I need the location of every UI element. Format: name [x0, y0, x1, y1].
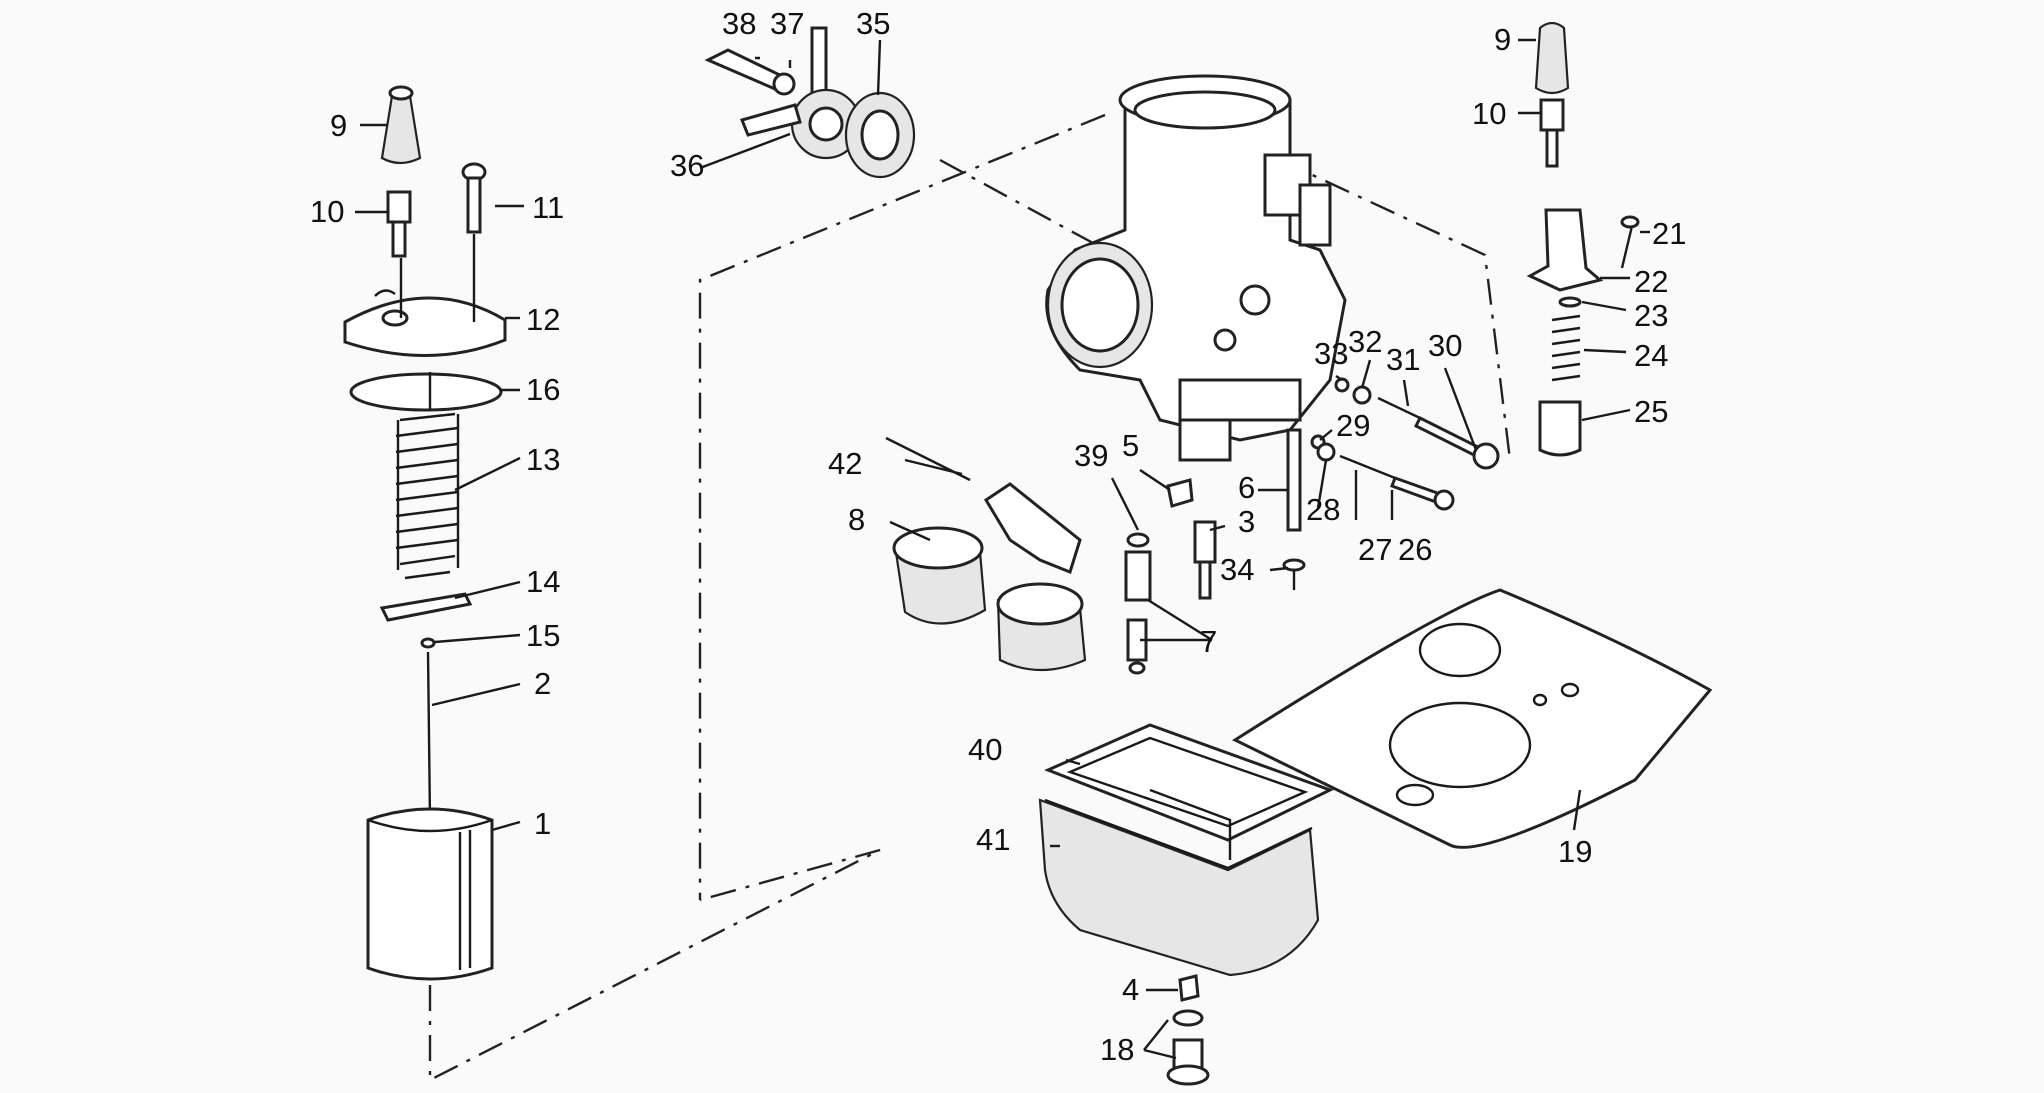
- callout-1: 1: [534, 806, 551, 841]
- part-7-float-needle-valve: [1124, 550, 1152, 675]
- part-5-jet: [1166, 478, 1194, 508]
- callout-2: 2: [534, 666, 551, 701]
- callout-33: 33: [1314, 336, 1348, 371]
- callout-13: 13: [526, 442, 560, 477]
- part-30-screw: [1413, 415, 1500, 470]
- callout-9-left: 9: [330, 108, 347, 143]
- left-guide-lines: [399, 234, 476, 410]
- part-9-left-cap: [380, 85, 422, 165]
- part-34-oring: [1282, 558, 1306, 590]
- callout-12: 12: [526, 302, 560, 337]
- callout-10-right: 10: [1472, 96, 1506, 131]
- callout-4: 4: [1122, 972, 1139, 1007]
- callout-3: 3: [1238, 504, 1255, 539]
- callout-19: 19: [1558, 834, 1592, 869]
- assembly-axis-lines: [428, 113, 1512, 1082]
- callout-24: 24: [1634, 338, 1668, 373]
- part-31-spring: [1377, 396, 1421, 420]
- callout-10-left: 10: [310, 194, 344, 229]
- callout-16: 16: [526, 372, 560, 407]
- callout-36: 36: [670, 148, 704, 183]
- part-8-float: [892, 482, 1087, 672]
- callout-23: 23: [1634, 298, 1668, 333]
- part-41-float-bowl: [1038, 788, 1320, 977]
- callout-26: 26: [1398, 532, 1432, 567]
- part-36-starter-body: [739, 88, 862, 160]
- callout-35: 35: [856, 6, 890, 41]
- part-26-screw: [1390, 476, 1455, 511]
- part-2-jet-needle: [426, 651, 432, 821]
- part-19-gasket-kit: [1231, 588, 1713, 849]
- callout-7: 7: [1200, 624, 1217, 659]
- part-16-gasket: [349, 372, 503, 412]
- callout-32: 32: [1348, 324, 1382, 359]
- callout-14: 14: [526, 564, 560, 599]
- part-33-washer: [1334, 377, 1350, 393]
- callout-38: 38: [722, 6, 756, 41]
- part-39-washer: [1126, 532, 1150, 548]
- part-1-throttle-slide: [366, 807, 494, 981]
- leader-lines: [355, 38, 1650, 1060]
- part-28-washer: [1316, 442, 1336, 462]
- callout-41: 41: [976, 822, 1010, 857]
- callout-8: 8: [848, 502, 865, 537]
- carburetor-body: [1045, 74, 1347, 462]
- part-24-spring: [1551, 314, 1581, 382]
- part-18-drain-plug: [1166, 1009, 1210, 1086]
- callout-22: 22: [1634, 264, 1668, 299]
- part-14-plate: [379, 592, 473, 622]
- part-13-spring: [395, 412, 460, 580]
- callout-5: 5: [1122, 428, 1139, 463]
- callout-18: 18: [1100, 1032, 1134, 1067]
- part-11-screw: [461, 162, 487, 234]
- part-27-spring: [1339, 454, 1396, 480]
- callout-37: 37: [770, 6, 804, 41]
- callout-39: 39: [1074, 438, 1108, 473]
- part-9-right-cap: [1534, 21, 1570, 95]
- part-23-clip: [1558, 296, 1582, 308]
- part-32-washer: [1352, 385, 1372, 405]
- callout-40: 40: [968, 732, 1002, 767]
- part-22-cover: [1526, 208, 1604, 292]
- part-6-pilot-jet: [1286, 428, 1302, 532]
- callout-15: 15: [526, 618, 560, 653]
- part-21-screw: [1620, 215, 1640, 269]
- callout-42: 42: [828, 446, 862, 481]
- part-10-left-adjuster: [386, 190, 412, 258]
- callout-28: 28: [1306, 492, 1340, 527]
- part-35-starter-disc: [844, 91, 916, 179]
- part-25-plunger: [1538, 400, 1582, 457]
- callout-25: 25: [1634, 394, 1668, 429]
- callout-labels: 1 2 3 4 5 6 7 8 9 9 10 10 11 12 13 14 15…: [310, 6, 1686, 1067]
- part-3-needle-jet: [1193, 520, 1217, 600]
- callout-29: 29: [1336, 408, 1370, 443]
- callout-11: 11: [532, 190, 564, 225]
- part-40-bowl-gasket: [1044, 723, 1334, 842]
- callout-6: 6: [1238, 470, 1255, 505]
- part-4-drain-screw: [1178, 974, 1200, 1002]
- callout-9-right: 9: [1494, 22, 1511, 57]
- callout-30: 30: [1428, 328, 1462, 363]
- callout-31: 31: [1386, 342, 1420, 377]
- part-10-right-adjuster: [1539, 98, 1565, 168]
- callout-34: 34: [1220, 552, 1254, 587]
- part-15-clip: [420, 637, 436, 649]
- callout-21: 21: [1652, 216, 1686, 251]
- callout-27: 27: [1358, 532, 1392, 567]
- part-12-top-cover: [343, 289, 507, 357]
